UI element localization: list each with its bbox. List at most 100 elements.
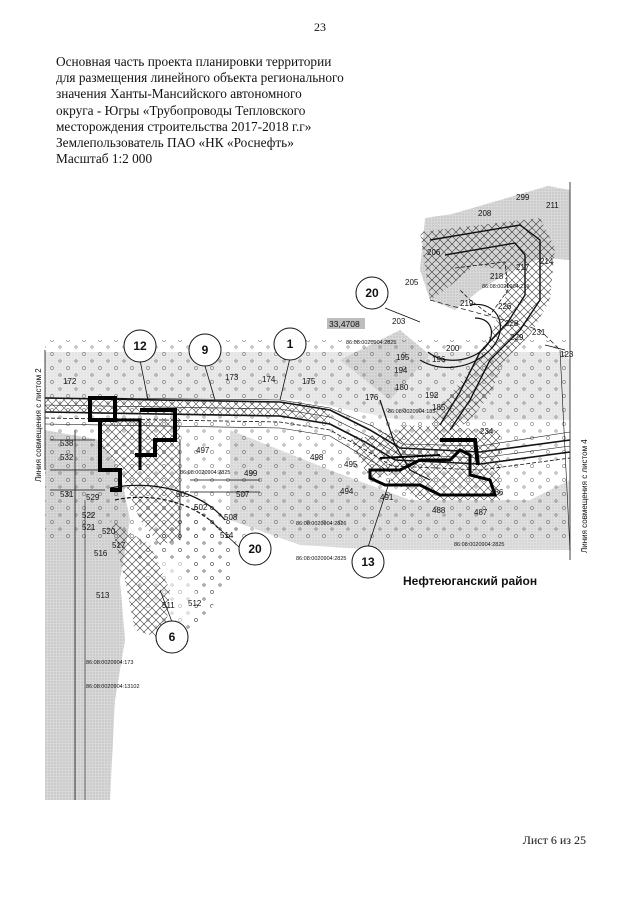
title-block: Основная часть проекта планировки террит… (56, 54, 356, 167)
boundary-arc (114, 496, 219, 529)
point-label: 299 (516, 193, 530, 202)
title-line: месторождения строительства 2017-2018 г.… (56, 118, 312, 134)
point-label: 507 (236, 490, 250, 499)
marker-label: 20 (365, 286, 379, 300)
land-user-line: Землепользователь ПАО «НК «Роснефть» (56, 135, 294, 151)
survey-lines (50, 349, 571, 800)
point-label: 234 (480, 427, 494, 436)
point-label: 205 (405, 278, 419, 287)
marker-label: 1 (287, 337, 294, 351)
point-label: 498 (310, 453, 324, 462)
scale-line: Масштаб 1:2 000 (56, 151, 153, 167)
point-label: 176 (365, 393, 379, 402)
circled-markers: 12 9 1 20 20 13 6 (123, 276, 421, 654)
cadastral-number: 86:08:0020904:2825 (180, 470, 230, 476)
point-label: 511 (162, 601, 175, 610)
boundary-arc (109, 484, 226, 521)
district-label: Нефтеюганский район (403, 574, 537, 588)
point-label: 229 (510, 333, 524, 342)
point-label: 517 (112, 541, 126, 550)
point-label: 175 (302, 377, 316, 386)
point-label: 194 (394, 366, 408, 375)
page-number: 23 (314, 20, 326, 34)
title-line: округа - Югры «Трубопроводы Тепловского (56, 102, 306, 118)
title-line: для размещения линейного объекта региона… (56, 70, 344, 86)
point-label: 513 (96, 591, 110, 600)
marker-1: 1 (273, 327, 307, 401)
point-label: 502 (194, 503, 208, 512)
point-label: 192 (425, 391, 439, 400)
marker-6: 6 (155, 589, 189, 654)
point-label: 123 (560, 350, 574, 359)
marker-20-sw: 20 (209, 519, 272, 566)
sheet-number: Лист 6 из 25 (522, 833, 586, 847)
point-label: 214 (540, 257, 554, 266)
point-label: 531 (60, 490, 74, 499)
well-pads (88, 396, 498, 497)
cadastral-number: 86:08:0020904:2825 (346, 340, 396, 346)
point-label: 529 (86, 493, 100, 502)
point-label: 219 (460, 299, 474, 308)
point-label: 520 (102, 527, 116, 536)
cadastral-number: 86:08:0020904:219 (482, 284, 529, 290)
match-line-left: Линия совмещения с листом 2 (34, 368, 43, 482)
point-label: 173 (225, 373, 239, 382)
point-label: 185 (432, 403, 446, 412)
marker-label: 13 (361, 555, 375, 569)
point-label: 522 (82, 511, 96, 520)
marker-label: 6 (169, 630, 176, 644)
point-label: 196 (432, 355, 446, 364)
point-label: 174 (262, 375, 276, 384)
marker-13: 13 (351, 479, 391, 579)
point-label: 231 (532, 328, 546, 337)
pipeline-branch-ne (419, 224, 566, 431)
point-label: 486 (490, 488, 504, 497)
match-line-right: Линия совмещения с листом 4 (580, 439, 589, 553)
cadastral-labels: 86:08:0020904:219 86:08:0020904:2825 86:… (86, 284, 529, 690)
point-label: 516 (94, 549, 108, 558)
point-label: 211 (546, 201, 559, 210)
point-label: 488 (432, 506, 446, 515)
point-label: 514 (220, 531, 234, 540)
point-label: 487 (474, 508, 488, 517)
title-line: значения Ханты-Мансийского автономного (56, 86, 302, 102)
point-label: 195 (396, 353, 410, 362)
cadastral-number: 86:08:0020904:185 (388, 409, 435, 415)
point-label: 521 (82, 523, 96, 532)
point-label: 491 (380, 493, 394, 502)
marker-9: 9 (188, 333, 222, 401)
point-label: 200 (446, 344, 460, 353)
marker-20-ne: 20 (355, 276, 421, 323)
marker-label: 9 (202, 343, 209, 357)
point-label: 508 (224, 513, 238, 522)
area-value: 33,4708 (329, 319, 360, 329)
cadastral-number: 86:08:0020904:13102 (86, 684, 140, 690)
point-label: 512 (188, 599, 202, 608)
point-label: 218 (490, 272, 504, 281)
point-label: 497 (196, 446, 210, 455)
point-label: 494 (340, 487, 354, 496)
point-label: 505 (176, 490, 190, 499)
area-label: 33,4708 (327, 318, 365, 329)
cadastral-number: 86:08:0020904:2825 (296, 556, 346, 562)
marker-label: 20 (248, 542, 262, 556)
marker-label: 12 (133, 339, 147, 353)
point-label: 172 (63, 377, 77, 386)
point-label: 180 (395, 383, 409, 392)
title-line: Основная часть проекта планировки террит… (56, 54, 332, 69)
point-label: 538 (60, 439, 74, 448)
point-label: 499 (244, 469, 258, 478)
cadastral-number: 86:08:0020904:173 (86, 660, 133, 666)
point-label: 226 (498, 302, 512, 311)
point-label: 208 (478, 209, 492, 218)
crosshatch-zones (45, 218, 555, 640)
cadastral-number: 86:08:0020904:2826 (296, 521, 346, 527)
point-label: 532 (60, 453, 74, 462)
point-label: 228 (505, 319, 519, 328)
point-label: 217 (516, 263, 530, 272)
cadastral-number: 86:08:0020904:2825 (454, 542, 504, 548)
point-label: 495 (344, 460, 358, 469)
marker-12: 12 (123, 329, 157, 401)
